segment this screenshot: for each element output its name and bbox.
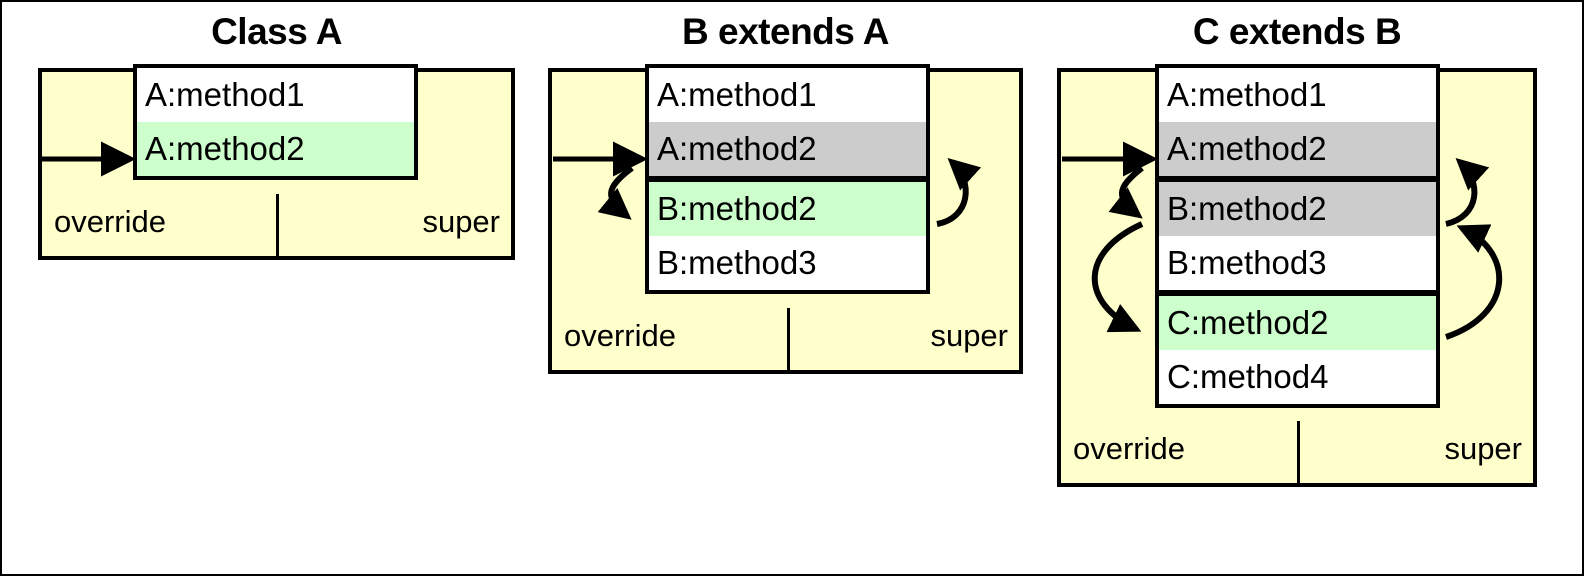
method-box-2: A:method1 A:method2 B:method2 B:method3 <box>645 64 930 294</box>
override-label-2: override <box>564 318 676 353</box>
method-row: A:method2 <box>1159 122 1436 176</box>
panel-title-1: Class A <box>211 11 342 52</box>
method-row: A:method2 <box>137 122 414 176</box>
method-group-B-3: B:method2 B:method3 <box>1155 178 1440 294</box>
panel-title-2: B extends A <box>682 11 889 52</box>
method-box-3: A:method1 A:method2 B:method2 B:method3 … <box>1155 64 1440 408</box>
override-super-divider-3 <box>1297 421 1300 487</box>
override-label-3: override <box>1073 431 1185 466</box>
method-row: A:method1 <box>649 68 926 122</box>
method-row: C:method2 <box>1159 296 1436 350</box>
super-label-3: super <box>1444 431 1522 466</box>
method-row: C:method4 <box>1159 350 1436 404</box>
super-label-2: super <box>930 318 1008 353</box>
method-row: B:method2 <box>1159 182 1436 236</box>
method-row: B:method3 <box>1159 236 1436 290</box>
method-group-C-3: C:method2 C:method4 <box>1155 292 1440 408</box>
method-group-A-2: A:method1 A:method2 <box>645 64 930 180</box>
override-super-divider-2 <box>787 308 790 374</box>
method-box-1: A:method1 A:method2 <box>133 64 418 180</box>
super-label-1: super <box>422 204 500 239</box>
override-label-1: override <box>54 204 166 239</box>
panel-title-3: C extends B <box>1192 11 1402 52</box>
method-group-A-3: A:method1 A:method2 <box>1155 64 1440 180</box>
method-row: A:method2 <box>649 122 926 176</box>
method-row: B:method2 <box>649 182 926 236</box>
method-row: B:method3 <box>649 236 926 290</box>
method-group-B-2: B:method2 B:method3 <box>645 178 930 294</box>
method-row: A:method1 <box>137 68 414 122</box>
method-group-A-1: A:method1 A:method2 <box>133 64 418 180</box>
override-super-divider-1 <box>276 194 279 260</box>
method-row: A:method1 <box>1159 68 1436 122</box>
